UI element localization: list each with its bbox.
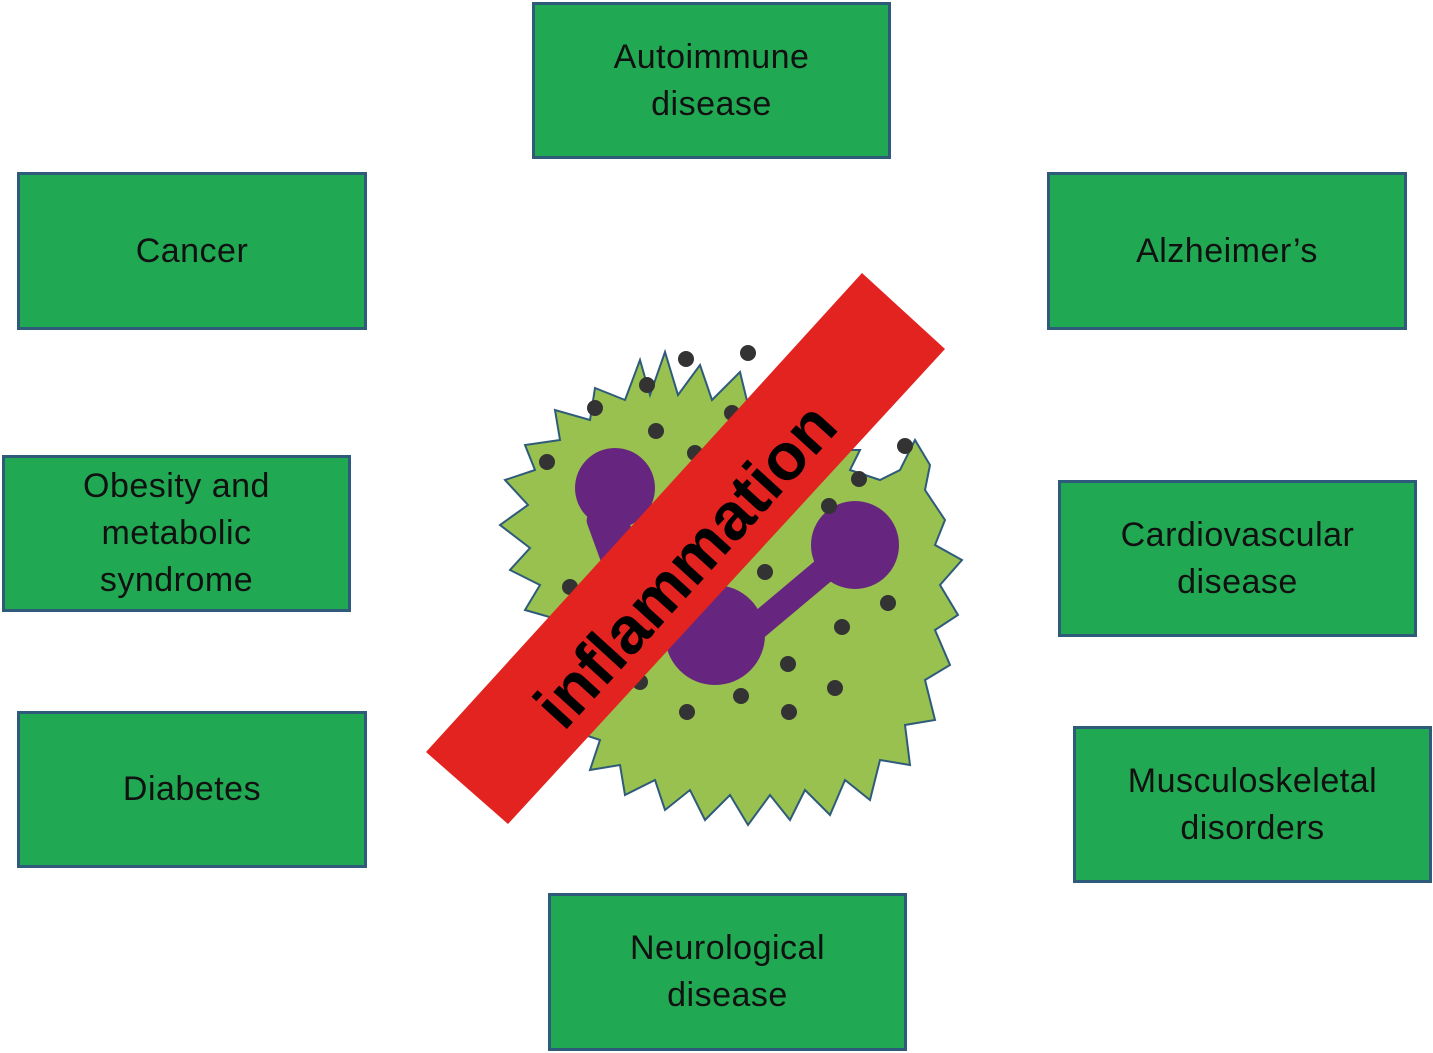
- banner-shape: [426, 273, 945, 824]
- granules: [539, 345, 913, 720]
- autoimmune-disease-box: Autoimmune disease: [532, 2, 891, 159]
- cardiovascular-disease-box: Cardiovascular disease: [1058, 480, 1417, 637]
- obesity-metabolic-syndrome-box: Obesity and metabolic syndrome: [2, 455, 351, 612]
- diabetes-box: Diabetes: [17, 711, 367, 868]
- neurological-disease-box: Neurological disease: [548, 893, 907, 1051]
- cancer-box: Cancer: [17, 172, 367, 330]
- musculoskeletal-disorders-box: Musculoskeletal disorders: [1073, 726, 1432, 883]
- alzheimers-box: Alzheimer’s: [1047, 172, 1407, 330]
